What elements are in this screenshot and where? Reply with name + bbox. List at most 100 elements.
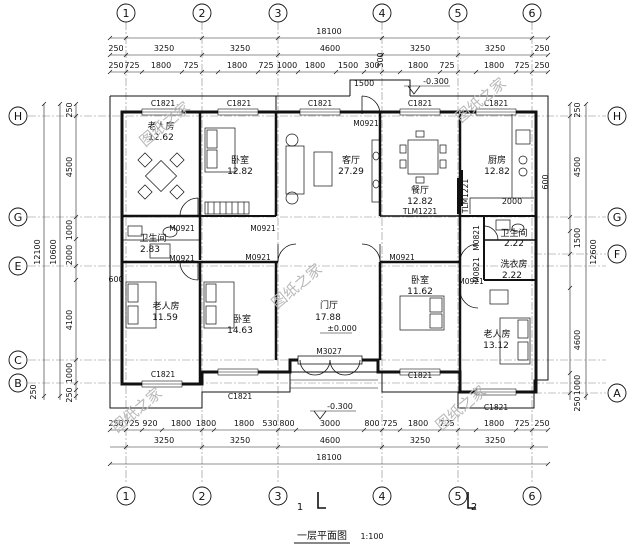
dim-bot-r1-2: 920 <box>142 419 157 428</box>
drawing-scale: 1:100 <box>360 532 383 541</box>
dim-bot-r1-3: 1800 <box>171 419 191 428</box>
dim-bot-r1-1: 725 <box>124 419 139 428</box>
dim-bot-r1-12: 725 <box>439 419 454 428</box>
dim-right-0: 250 <box>573 102 582 117</box>
axis-label-left-G: G <box>14 211 23 224</box>
room-name-laundry: 洗衣房 <box>500 258 527 270</box>
window-code-top-5: C1821 <box>484 99 509 108</box>
room-name-living: 客厅 <box>342 154 360 166</box>
dim-bot-r1-4: 1800 <box>196 419 216 428</box>
dim-top-r2-11: 725 <box>439 61 454 70</box>
door-code-bedroom-2: M0921 <box>245 253 271 262</box>
room-name-bath-2: 卫生间 <box>500 227 527 239</box>
door-code-bath-1: M0921 <box>169 224 195 233</box>
door-code-sliding-2: TLM1221 <box>461 179 470 215</box>
section-mark-1: 1 <box>297 502 303 513</box>
dim-top-r2-3: 725 <box>183 61 198 70</box>
dim-top-r1-0: 250 <box>108 44 123 53</box>
furniture <box>125 114 534 365</box>
dim-bot-r1-0: 250 <box>108 419 123 428</box>
door-code-m0821-2: M0821 <box>472 257 481 283</box>
dim-top-r2-14: 250 <box>534 61 549 70</box>
door-code-entrance: M3027 <box>316 347 342 356</box>
room-name-bedroom-2: 卧室 <box>233 313 251 325</box>
dim-bot-r1-10: 725 <box>382 419 397 428</box>
axis-label-bottom-5: 5 <box>455 490 462 503</box>
dim-top-r2-8: 1500 <box>338 61 358 70</box>
dim-top-r1-2: 3250 <box>230 44 250 53</box>
window-code-top-3: C1821 <box>308 99 333 108</box>
room-area-bath-1: 2.83 <box>140 245 160 255</box>
axis-label-right-G: G <box>613 211 622 224</box>
dim-top-total: 18100 <box>316 27 341 36</box>
room-name-foyer: 门厅 <box>320 299 338 311</box>
axis-label-right-A: A <box>613 387 621 400</box>
axis-label-bottom-2: 2 <box>199 490 206 503</box>
room-name-kitchen: 厨房 <box>488 154 506 166</box>
dim-top-r1-5: 3250 <box>485 44 505 53</box>
room-name-old-room-3: 老人房 <box>483 328 510 340</box>
dim-top-r1-1: 3250 <box>154 44 174 53</box>
walls <box>109 79 549 409</box>
dim-top-r1-4: 3250 <box>410 44 430 53</box>
section-marks <box>317 492 476 509</box>
dim-right-1: 4500 <box>573 157 582 177</box>
dim-bot-r2-3: 3250 <box>410 436 430 445</box>
door-code-m0821-1: M0821 <box>472 225 481 251</box>
dim-left-4: 600 <box>108 275 123 284</box>
dim-bot-r1-14: 725 <box>514 419 529 428</box>
dim-left-8: 250 <box>65 387 74 402</box>
room-area-bedroom-1: 12.82 <box>227 167 253 177</box>
room-area-bedroom-2: 14.63 <box>227 326 253 336</box>
dim-left-mid: 10600 <box>49 239 58 264</box>
room-name-old-room-1: 老人房 <box>147 120 174 132</box>
elevation-bottom: -0.300 <box>327 402 353 411</box>
dim-right-5: 4600 <box>573 330 582 350</box>
room-area-kitchen: 12.82 <box>484 167 510 177</box>
dim-top-r1-3: 4600 <box>320 44 340 53</box>
room-name-bath-1: 卫生间 <box>139 232 166 244</box>
door-code-old-room-2: M0921 <box>169 254 195 263</box>
grid-lines <box>28 22 606 482</box>
dim-right-2: 600 <box>541 174 550 189</box>
dim-left-7: 250 <box>29 384 38 399</box>
dim-right-4: 1500 <box>573 228 582 248</box>
axis-label-left-H: H <box>14 110 22 123</box>
dim-bot-r1-5: 1800 <box>234 419 254 428</box>
window-code-bottom-1: C1821 <box>151 370 176 379</box>
watermark-4: 图纸之家 <box>108 384 166 436</box>
axis-label-top-5: 5 <box>455 7 462 20</box>
elevation-markers: -0.300 -0.300 ±0.000 <box>310 77 450 420</box>
dim-top-extra-300: 300 <box>376 52 385 67</box>
dim-top-r2-7: 1800 <box>305 61 325 70</box>
dim-bot-r2-4: 3250 <box>485 436 505 445</box>
axis-label-bottom-4: 4 <box>379 490 386 503</box>
door-code-living: M0921 <box>353 119 379 128</box>
axis-label-left-E: E <box>15 260 22 273</box>
dim-bot-r1-7: 800 <box>279 419 294 428</box>
door-code-old-room-3: M0921 <box>458 277 484 286</box>
dim-bot-r1-11: 1800 <box>408 419 428 428</box>
room-name-old-room-2: 老人房 <box>152 300 179 312</box>
doors <box>179 95 499 389</box>
window-code-top-1: C1821 <box>151 99 176 108</box>
axis-label-left-B: B <box>14 377 22 390</box>
axis-label-right-H: H <box>613 110 621 123</box>
dim-right-total: 12600 <box>589 239 598 264</box>
axis-label-top-1: 1 <box>123 7 130 20</box>
dim-bot-total: 18100 <box>316 453 341 462</box>
dim-top-r1-6: 250 <box>534 44 549 53</box>
dim-bot-r2-2: 4600 <box>320 436 340 445</box>
axis-label-bottom-1: 1 <box>123 490 130 503</box>
room-area-foyer: 17.88 <box>315 313 341 323</box>
room-area-old-room-2: 11.59 <box>152 313 178 323</box>
section-mark-2: 2 <box>471 502 477 513</box>
dim-bot-r1-6: 530 <box>262 419 277 428</box>
dim-bot-r2-0: 3250 <box>154 436 174 445</box>
dim-left-6: 1000 <box>65 363 74 383</box>
door-code-bedroom-1: M0921 <box>250 224 276 233</box>
dim-bot-r2-1: 3250 <box>230 436 250 445</box>
room-name-dining: 餐厅 <box>411 184 429 196</box>
axis-label-top-4: 4 <box>379 7 386 20</box>
room-area-old-room-3: 13.12 <box>483 341 509 351</box>
